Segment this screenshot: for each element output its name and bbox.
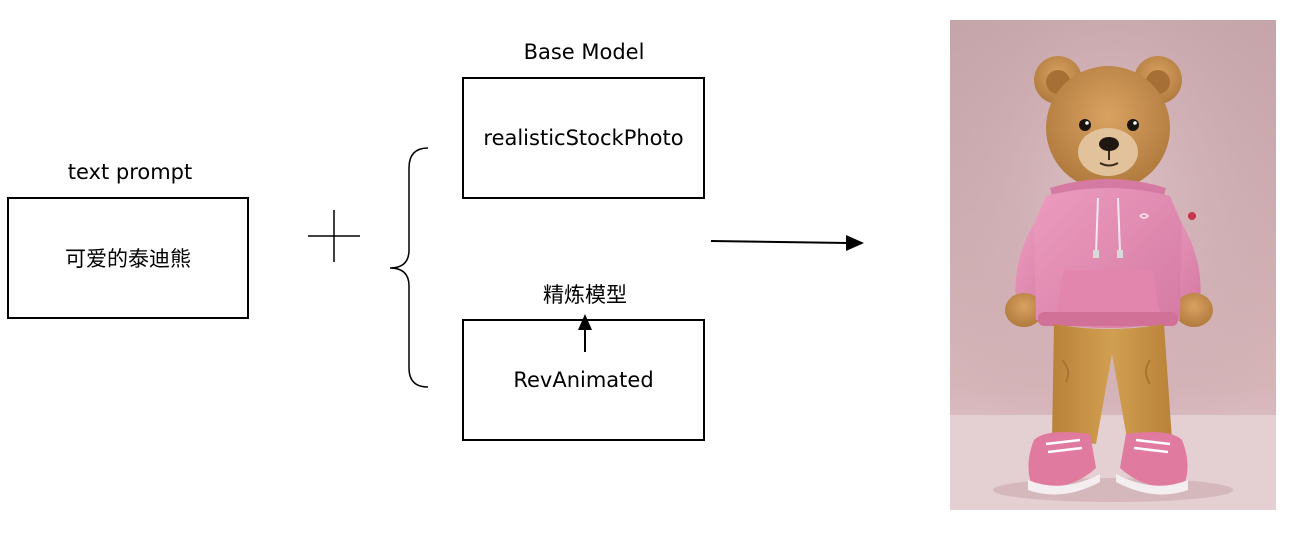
refiner-model-label: 精炼模型 (543, 283, 627, 307)
base-model-box: realisticStockPhoto (462, 77, 705, 199)
up-arrow-icon (578, 314, 592, 352)
base-model-label: Base Model (523, 40, 645, 64)
text-prompt-label: text prompt (67, 160, 193, 184)
plus-icon (308, 210, 360, 262)
refiner-model-box: RevAnimated (462, 319, 705, 441)
generated-image (950, 20, 1276, 510)
teddy-bear-image (950, 20, 1276, 510)
curly-brace (389, 147, 429, 388)
text-prompt-box: 可爱的泰迪熊 (7, 197, 249, 319)
right-arrow-icon (710, 235, 864, 251)
